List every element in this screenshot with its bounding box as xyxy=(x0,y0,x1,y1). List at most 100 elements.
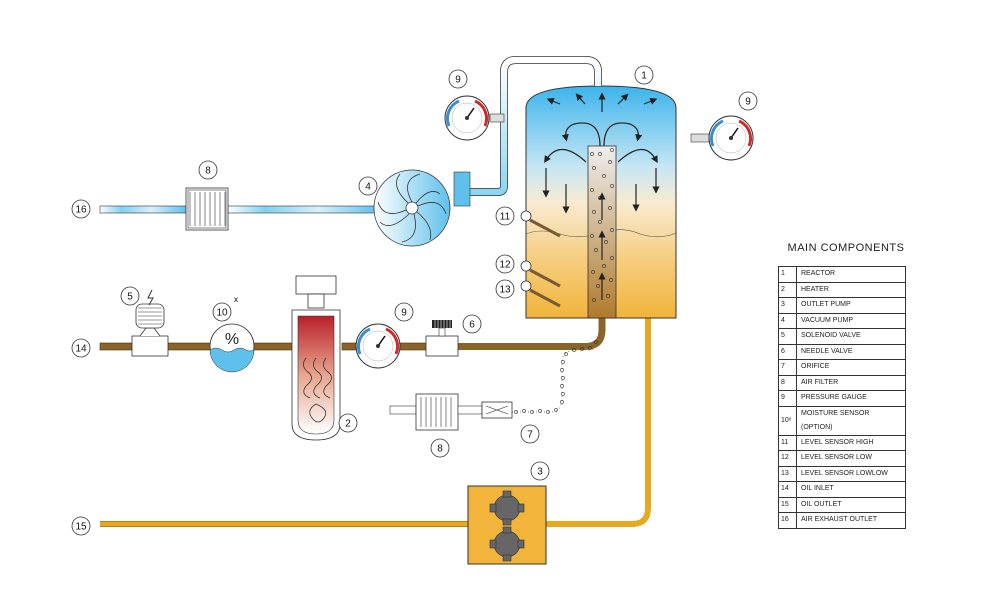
legend-number: 16 xyxy=(778,512,797,529)
percent-symbol: % xyxy=(225,331,239,348)
solenoid-valve xyxy=(131,289,169,357)
callout-number: 8 xyxy=(205,166,211,177)
callout-number: 14 xyxy=(75,344,87,355)
air-bubble xyxy=(604,240,608,244)
legend-label: SOLENOID VALVE xyxy=(796,328,906,345)
callout-number: 5 xyxy=(127,292,133,303)
air-bubble xyxy=(608,160,612,164)
callout-number: 16 xyxy=(75,205,87,216)
reactor xyxy=(525,85,677,319)
air-bubble xyxy=(592,298,596,302)
callout-c9c: 9 xyxy=(394,302,414,322)
legend-label: PRESSURE GAUGE xyxy=(796,390,906,407)
callout-c14: 14 xyxy=(71,338,91,358)
callout-number: 15 xyxy=(75,522,87,533)
legend-number: 6 xyxy=(778,343,797,360)
air-bubble xyxy=(560,384,564,388)
callout-c1: 1 xyxy=(634,65,654,85)
callout-number: 2 xyxy=(345,419,351,430)
legend-number: 14 xyxy=(778,481,797,498)
option-marker: x xyxy=(234,295,238,304)
callout-c9b: 9 xyxy=(738,91,758,111)
callout-number: 1 xyxy=(641,71,647,82)
air-bubble xyxy=(580,347,584,351)
legend-label: LEVEL SENSOR LOWLOW xyxy=(796,465,906,482)
air-bubble xyxy=(514,410,518,414)
callout-c12: 12 xyxy=(495,254,515,274)
air-bubble xyxy=(590,234,594,238)
pressure-gauge-vacuum xyxy=(444,95,505,141)
air-bubble xyxy=(592,210,596,214)
legend-number: 11 xyxy=(778,434,797,451)
air-bubble xyxy=(560,368,564,372)
legend-number: 13 xyxy=(778,465,797,482)
callout-number: 3 xyxy=(537,467,543,478)
legend-number: 2 xyxy=(778,281,797,298)
legend-number: 9 xyxy=(778,390,797,407)
air-bubble xyxy=(610,184,614,188)
air-bubble xyxy=(606,294,610,298)
needle-valve xyxy=(425,320,459,357)
air-exhaust-line xyxy=(99,205,379,214)
callout-number: 10 xyxy=(216,308,228,319)
flow-arrows xyxy=(542,92,660,300)
callout-c9a: 9 xyxy=(448,69,468,89)
air-bubble xyxy=(561,376,565,380)
callout-number: 4 xyxy=(365,182,371,193)
air-bubble xyxy=(609,278,613,282)
air-bubble xyxy=(561,392,565,396)
vacuum-line xyxy=(453,56,602,207)
legend-title: MAIN COMPONENTS xyxy=(787,242,905,254)
heater xyxy=(291,275,341,441)
callout-c15: 15 xyxy=(71,516,91,536)
orifice xyxy=(481,401,513,419)
legend-label: OIL INLET xyxy=(796,481,906,498)
vacuum-pump xyxy=(373,169,451,247)
air-bubble xyxy=(546,410,550,414)
air-bubble xyxy=(560,400,564,404)
callout-c11: 11 xyxy=(495,206,515,226)
air-bubble xyxy=(590,152,594,156)
callout-number: 7 xyxy=(527,430,533,441)
legend-label: NEEDLE VALVE xyxy=(796,343,906,360)
callout-c5: 5 xyxy=(120,286,140,306)
legend-number: 5 xyxy=(778,328,797,345)
legend-number: 1 xyxy=(778,266,797,283)
air-bubble xyxy=(598,152,602,156)
air-bubble xyxy=(522,409,526,413)
legend-label: LEVEL SENSOR LOW xyxy=(796,450,906,467)
air-bubble xyxy=(561,360,565,364)
callout-number: 13 xyxy=(499,285,511,296)
callout-number: 11 xyxy=(500,212,511,223)
legend-number: 12 xyxy=(778,450,797,467)
moisture-sensor: % xyxy=(209,323,255,373)
callout-c16: 16 xyxy=(71,199,91,219)
callout-c8a: 8 xyxy=(198,160,218,180)
air-bubble xyxy=(598,220,602,224)
air-bubble xyxy=(602,264,606,268)
air-bubble xyxy=(588,346,592,350)
air-inlet-line xyxy=(512,337,599,414)
oil-outlet-line xyxy=(100,318,651,527)
pressure-gauge-reactor xyxy=(690,115,754,161)
callout-c7: 7 xyxy=(520,424,540,444)
legend-label: HEATER xyxy=(796,281,906,298)
fan-icon xyxy=(377,173,447,243)
air-bubble xyxy=(572,348,576,352)
legend-number: 3 xyxy=(778,297,797,314)
air-bubble xyxy=(530,410,534,414)
legend-label: REACTOR xyxy=(796,266,906,283)
